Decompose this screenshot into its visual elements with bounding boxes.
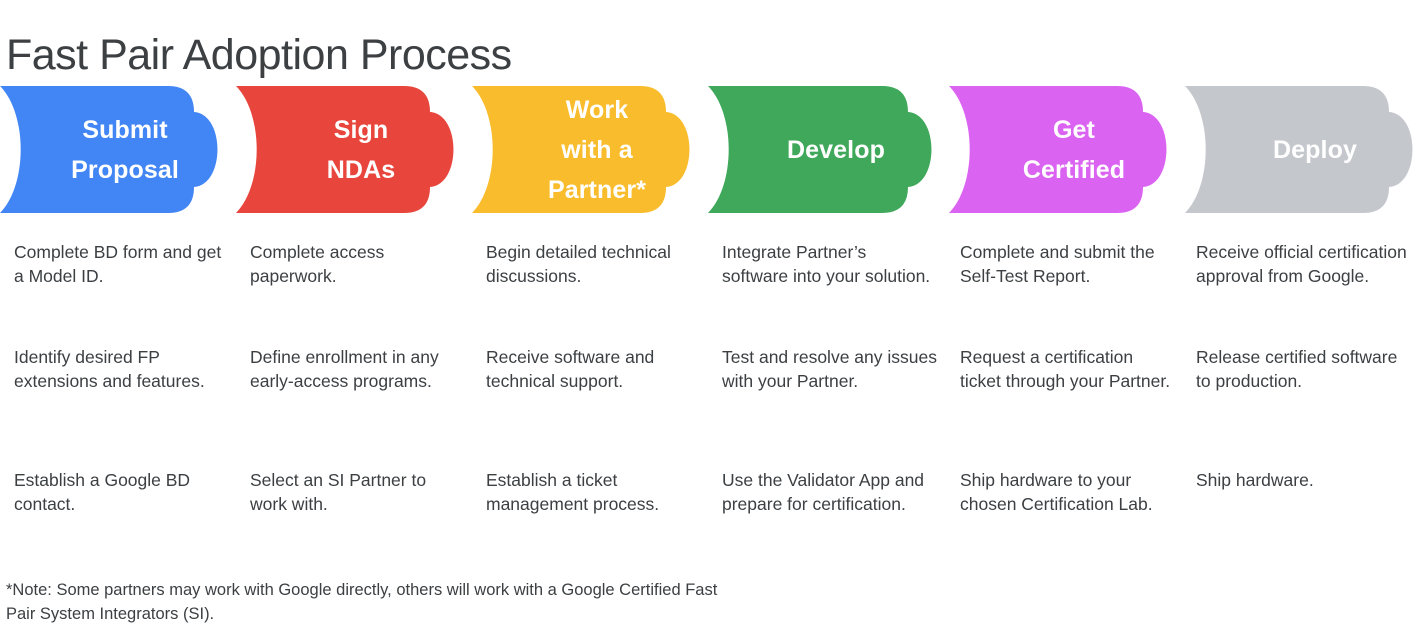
step-detail-item: Identify desired FP extensions and featu… <box>14 347 205 391</box>
step-detail-item: Establish a ticket management process. <box>486 470 660 514</box>
chevron-icon <box>0 86 218 213</box>
step-detail-item: Complete BD form and get a Model ID. <box>14 242 222 286</box>
step-detail-item: Request a certification ticket through y… <box>960 347 1171 391</box>
chevron-shape <box>0 86 218 213</box>
process-step-get-certified[interactable]: Get Certified <box>949 86 1177 213</box>
step-detail-item: Complete access paperwork. <box>250 242 385 286</box>
step-detail-item: Receive software and technical support. <box>486 347 655 391</box>
step-detail-item: Integrate Partner’s software into your s… <box>722 242 931 286</box>
step-detail-item: Test and resolve any issues with your Pa… <box>722 347 937 391</box>
process-step-develop[interactable]: Develop <box>708 86 942 213</box>
step-detail-item: Ship hardware to your chosen Certificati… <box>960 470 1153 514</box>
step-detail-item: Select an SI Partner to work with. <box>250 470 427 514</box>
process-step-label: Deploy <box>1273 135 1357 164</box>
page-title: Fast Pair Adoption Process <box>6 30 512 79</box>
step-detail-item: Receive official certification approval … <box>1196 242 1407 286</box>
process-step-deploy[interactable]: Deploy <box>1185 86 1423 213</box>
step-detail-item: Define enrollment in any early-access pr… <box>250 347 439 391</box>
process-step-label: Work with a Partner* <box>547 95 647 204</box>
chevron-icon <box>1185 86 1413 213</box>
process-step-sign-ndas[interactable]: Sign NDAs <box>236 86 464 213</box>
step-detail-item: Begin detailed technical discussions. <box>486 242 671 286</box>
chevron-shape <box>949 86 1167 213</box>
chevron-shape <box>236 86 454 213</box>
chevron-shape <box>472 86 690 213</box>
step-detail-item: Establish a Google BD contact. <box>14 470 191 514</box>
chevron-icon <box>708 86 932 213</box>
process-step-label: Develop <box>787 135 885 164</box>
footnote: *Note: Some partners may work with Googl… <box>6 581 718 623</box>
process-step-submit-proposal[interactable]: Submit Proposal <box>0 86 228 213</box>
chevron-shape <box>1185 86 1413 213</box>
chevron-icon <box>236 86 454 213</box>
step-detail-item: Release certified software to production… <box>1196 347 1398 391</box>
chevron-icon <box>949 86 1167 213</box>
step-detail-item: Complete and submit the Self-Test Report… <box>960 242 1155 286</box>
process-step-label: Submit Proposal <box>71 115 179 184</box>
process-step-label: Get Certified <box>1022 115 1126 184</box>
step-detail-item: Ship hardware. <box>1196 470 1314 490</box>
chevron-shape <box>708 86 932 213</box>
process-step-label: Sign NDAs <box>326 115 396 184</box>
process-chevron-band: Submit Proposal Sign NDAs Work with a Part… <box>0 86 1423 213</box>
process-step-work-with-a-partner[interactable]: Work with a Partner* <box>472 86 700 213</box>
chevron-icon <box>472 86 690 213</box>
step-detail-item: Use the Validator App and prepare for ce… <box>722 470 925 514</box>
